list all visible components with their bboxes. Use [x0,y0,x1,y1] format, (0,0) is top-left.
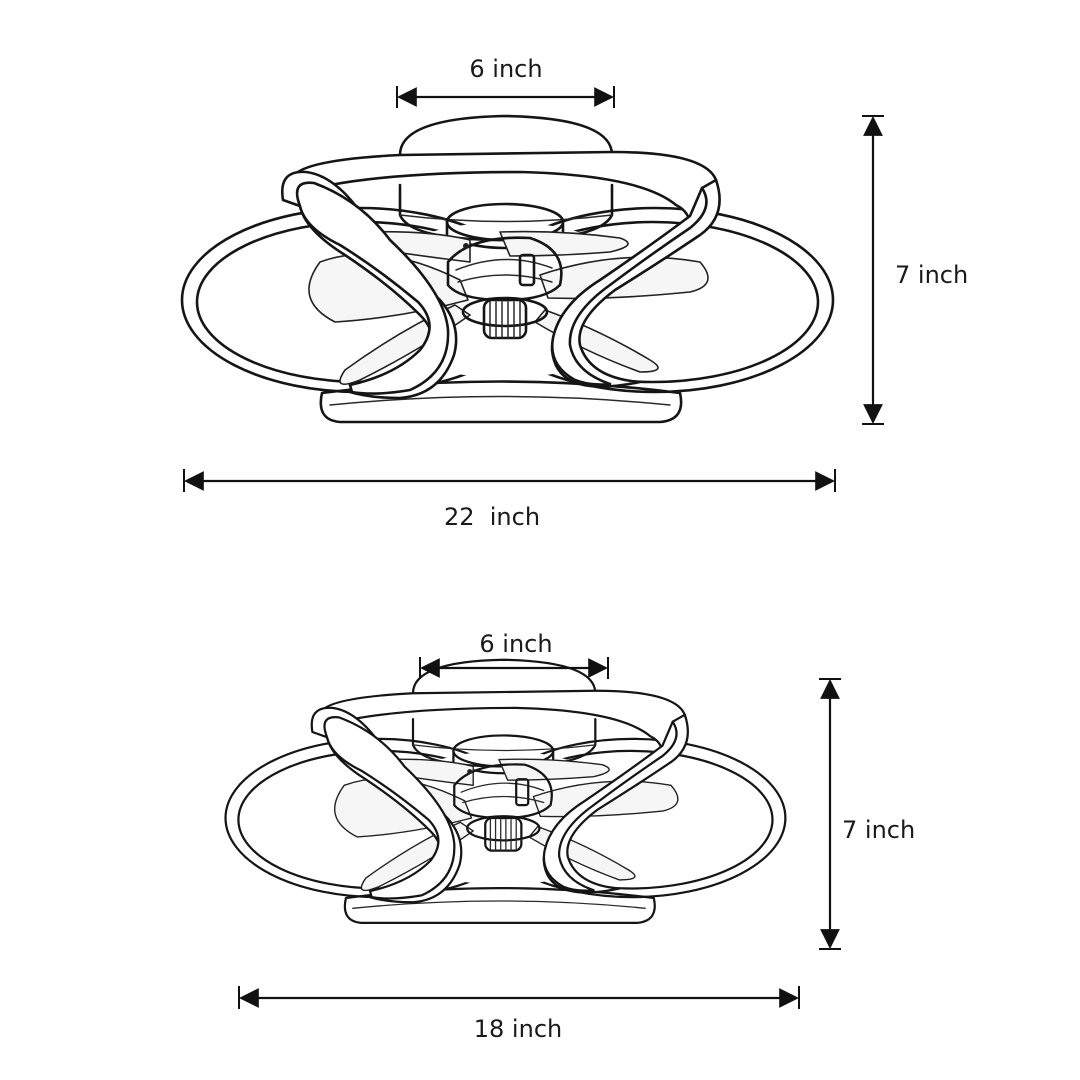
small-height-label: 7 inch [842,816,915,844]
large-height-label: 7 inch [895,261,968,289]
large-fan-drawing [180,114,835,424]
small-overall-width-label: 18 inch [474,1015,562,1043]
large-fan-diagram: 6 inch 7 inch 22 inch [180,55,968,531]
small-top-width-label: 6 inch [479,630,552,658]
large-top-width-label: 6 inch [469,55,542,83]
large-overall-width-label: 22 inch [444,503,540,531]
small-fan-diagram: 6 inch 7 inch 18 inch [224,630,915,1043]
small-fan-drawing [224,658,787,925]
